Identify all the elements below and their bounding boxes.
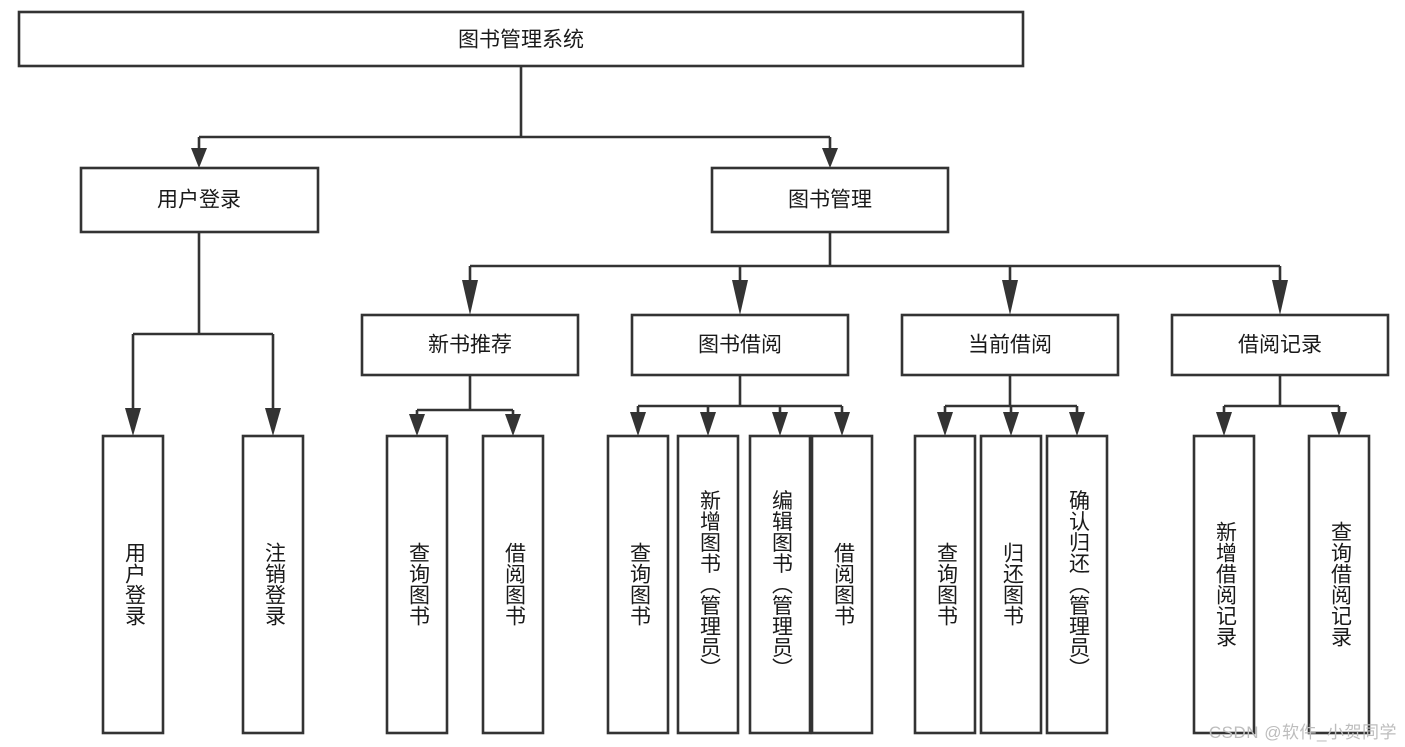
arrow-head-current-borrow: [1002, 280, 1018, 315]
node-book-manage-label: 图书管理: [788, 189, 872, 212]
node-new-book-recommend[interactable]: 新书推荐: [360, 313, 580, 377]
node-user-login[interactable]: 用户登录: [79, 166, 320, 234]
node-root[interactable]: 图书管理系统: [17, 10, 1025, 68]
node-new-book-recommend-box[interactable]: [360, 313, 580, 377]
node-leaf-query-book-3-label: 查询图书: [934, 542, 958, 626]
node-leaf-confirm-return[interactable]: 确认归还（管理员）: [1045, 434, 1109, 735]
node-leaf-add-record[interactable]: 新增借阅记录: [1192, 434, 1256, 735]
arrow-head-leaf-query-book-3: [937, 412, 953, 436]
arrow-head-leaf-borrow-book-2: [834, 412, 850, 436]
node-leaf-add-record-label: 新增借阅记录: [1213, 521, 1237, 647]
node-leaf-query-book-1[interactable]: 查询图书: [385, 434, 449, 735]
node-new-book-recommend-label: 新书推荐: [428, 334, 512, 357]
node-leaf-edit-book-box[interactable]: [748, 434, 812, 735]
node-leaf-borrow-book-1[interactable]: 借阅图书: [481, 434, 545, 735]
node-leaf-query-book-3[interactable]: 查询图书: [913, 434, 977, 735]
node-leaf-return-book[interactable]: 归还图书: [979, 434, 1043, 735]
node-leaf-query-book-2-label: 查询图书: [627, 542, 651, 626]
arrow-head-leaf-query-book-1: [409, 414, 425, 436]
node-leaf-add-record-box[interactable]: [1192, 434, 1256, 735]
node-leaf-query-record[interactable]: 查询借阅记录: [1307, 434, 1371, 735]
arrow-head-book-borrow: [732, 280, 748, 315]
node-leaf-confirm-return-label: 确认归还（管理员）: [1066, 490, 1090, 679]
arrow-head-borrow-record: [1272, 280, 1288, 315]
node-book-manage[interactable]: 图书管理: [710, 166, 950, 234]
arrow-head-leaf-return-book: [1003, 412, 1019, 436]
node-borrow-record-box[interactable]: [1170, 313, 1390, 377]
node-root-label: 图书管理系统: [458, 29, 584, 52]
node-borrow-record[interactable]: 借阅记录: [1170, 313, 1390, 377]
node-leaf-add-book-box[interactable]: [676, 434, 740, 735]
node-current-borrow[interactable]: 当前借阅: [900, 313, 1120, 377]
arrow-head-leaf-edit-book: [772, 412, 788, 436]
node-borrow-record-label: 借阅记录: [1238, 334, 1322, 357]
node-leaf-user-login-label: 用户登录: [122, 542, 146, 626]
node-leaf-borrow-book-2-box[interactable]: [810, 434, 874, 735]
arrow-head-leaf-confirm-return: [1069, 412, 1085, 436]
node-leaf-logout-box[interactable]: [241, 434, 305, 735]
node-leaf-logout[interactable]: 注销登录: [241, 434, 305, 735]
node-leaf-query-record-label: 查询借阅记录: [1328, 521, 1352, 647]
node-current-borrow-box[interactable]: [900, 313, 1120, 377]
node-user-login-box[interactable]: [79, 166, 320, 234]
arrow-head-leaf-query-book-2: [630, 412, 646, 436]
node-leaf-add-book-label: 新增图书（管理员）: [697, 490, 721, 679]
node-leaf-edit-book-label: 编辑图书（管理员）: [769, 490, 793, 679]
node-user-login-label: 用户登录: [157, 189, 241, 212]
node-book-borrow-label: 图书借阅: [698, 334, 782, 357]
arrow-head-book-manage: [822, 148, 838, 168]
node-leaf-add-book[interactable]: 新增图书（管理员）: [676, 434, 740, 735]
arrow-head-leaf-user-login: [125, 408, 141, 436]
node-leaf-query-record-box[interactable]: [1307, 434, 1371, 735]
node-leaf-confirm-return-box[interactable]: [1045, 434, 1109, 735]
node-leaf-borrow-book-1-box[interactable]: [481, 434, 545, 735]
node-current-borrow-label: 当前借阅: [968, 334, 1052, 357]
connectors-layer: [125, 66, 1347, 436]
node-leaf-borrow-book-1-label: 借阅图书: [502, 542, 526, 626]
node-leaf-logout-label: 注销登录: [262, 542, 286, 626]
arrow-head-leaf-logout: [265, 408, 281, 436]
arrow-head-leaf-query-record: [1331, 412, 1347, 436]
node-leaf-edit-book[interactable]: 编辑图书（管理员）: [748, 434, 812, 735]
arrow-head-leaf-borrow-book-1: [505, 414, 521, 436]
arrow-head-leaf-add-book: [700, 412, 716, 436]
node-book-borrow-box[interactable]: [630, 313, 850, 377]
node-leaf-borrow-book-2[interactable]: 借阅图书: [810, 434, 874, 735]
node-leaf-user-login[interactable]: 用户登录: [101, 434, 165, 735]
node-leaf-borrow-book-2-label: 借阅图书: [831, 542, 855, 626]
node-leaf-query-book-3-box[interactable]: [913, 434, 977, 735]
arrow-head-new-book-recommend: [462, 280, 478, 315]
node-root-box[interactable]: [17, 10, 1025, 68]
node-leaf-query-book-2-box[interactable]: [606, 434, 670, 735]
csdn-watermark: CSDN @软件_小贺同学: [1208, 723, 1397, 742]
node-leaf-query-book-1-box[interactable]: [385, 434, 449, 735]
arrow-head-leaf-add-record: [1216, 412, 1232, 436]
node-leaf-user-login-box[interactable]: [101, 434, 165, 735]
node-book-borrow[interactable]: 图书借阅: [630, 313, 850, 377]
node-leaf-query-book-2[interactable]: 查询图书: [606, 434, 670, 735]
arrow-head-user-login: [191, 148, 207, 168]
node-leaf-return-book-box[interactable]: [979, 434, 1043, 735]
node-leaf-return-book-label: 归还图书: [1000, 542, 1024, 626]
node-leaf-query-book-1-label: 查询图书: [406, 542, 430, 626]
node-book-manage-box[interactable]: [710, 166, 950, 234]
